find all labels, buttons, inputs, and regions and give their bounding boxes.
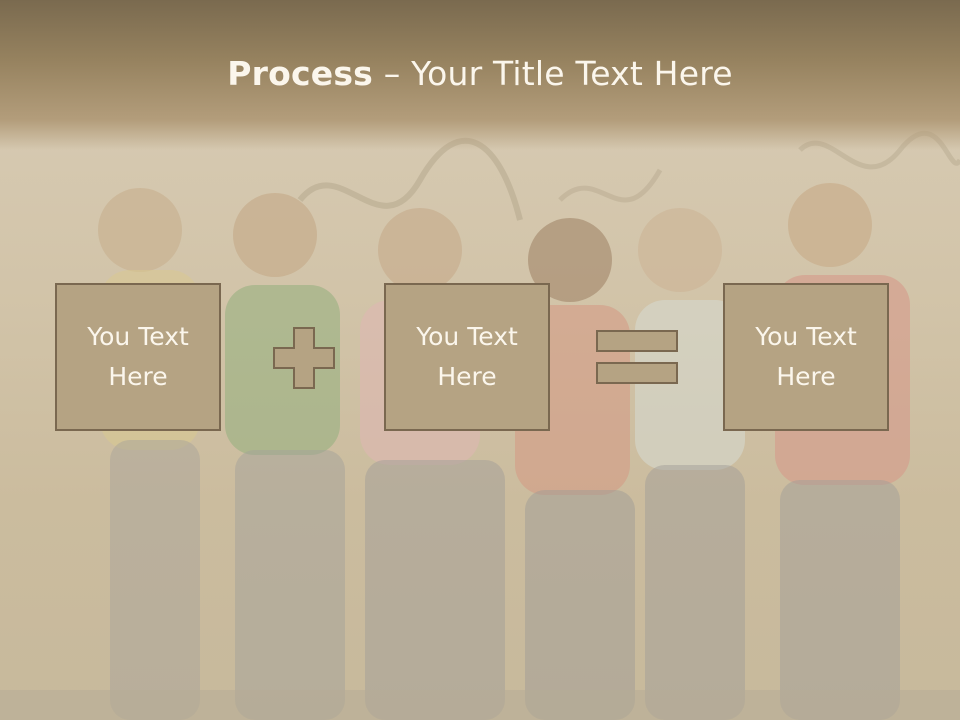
title-band	[0, 0, 960, 150]
process-box-2[interactable]: You Text Here	[384, 283, 550, 431]
process-box-2-label: You Text Here	[416, 322, 518, 391]
plus-icon	[273, 327, 335, 389]
process-box-1[interactable]: You Text Here	[55, 283, 221, 431]
title-rest: – Your Title Text Here	[373, 54, 733, 93]
slide-title: Process – Your Title Text Here	[0, 54, 960, 93]
equals-icon	[596, 330, 678, 384]
process-box-3-label: You Text Here	[755, 322, 857, 391]
process-box-3[interactable]: You Text Here	[723, 283, 889, 431]
title-bold: Process	[227, 54, 374, 93]
process-box-1-label: You Text Here	[87, 322, 189, 391]
